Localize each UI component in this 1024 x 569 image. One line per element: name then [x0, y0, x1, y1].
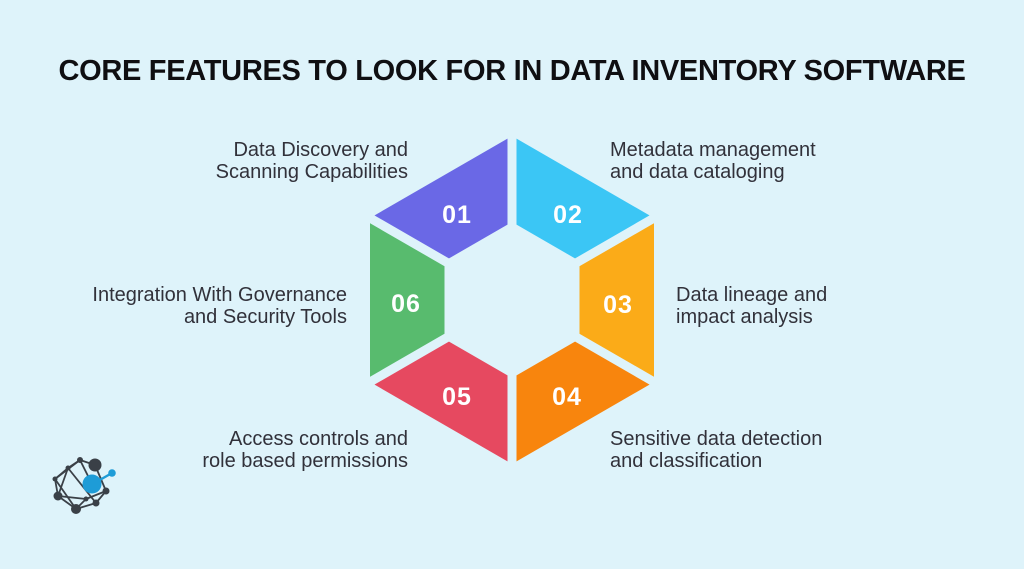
segment-01-label: Data Discovery and Scanning Capabilities: [215, 139, 408, 183]
segment-01-shape: [370, 136, 512, 261]
segment-02-number: 02: [553, 201, 583, 229]
segment-05-number: 05: [442, 383, 472, 411]
segment-06-shape: [370, 218, 445, 382]
segment-02-label: Metadata management and data cataloging: [610, 139, 816, 183]
segment-04-number: 04: [552, 383, 582, 411]
segment-04-shape: [512, 339, 654, 464]
page-title: CORE FEATURES TO LOOK FOR IN DATA INVENT…: [58, 55, 966, 87]
segment-02-shape: [512, 136, 654, 261]
segment-05-label: Access controls and role based permissio…: [202, 428, 408, 472]
segment-06-label: Integration With Governance and Security…: [92, 284, 347, 328]
network-graph-logo-icon: [52, 457, 116, 514]
segment-06-number: 06: [391, 290, 421, 318]
segment-05-shape: [370, 339, 512, 464]
segment-04-label: Sensitive data detection and classificat…: [610, 428, 823, 472]
segment-03-shape: [579, 218, 654, 382]
segment-03-number: 03: [603, 291, 633, 319]
logo-blue-node: [82, 469, 116, 494]
logo-dark-nodes: [52, 457, 110, 514]
segment-03-label: Data lineage and impact analysis: [676, 284, 828, 328]
segment-gaps: [353, 118, 671, 482]
segment-01-number: 01: [442, 201, 472, 229]
